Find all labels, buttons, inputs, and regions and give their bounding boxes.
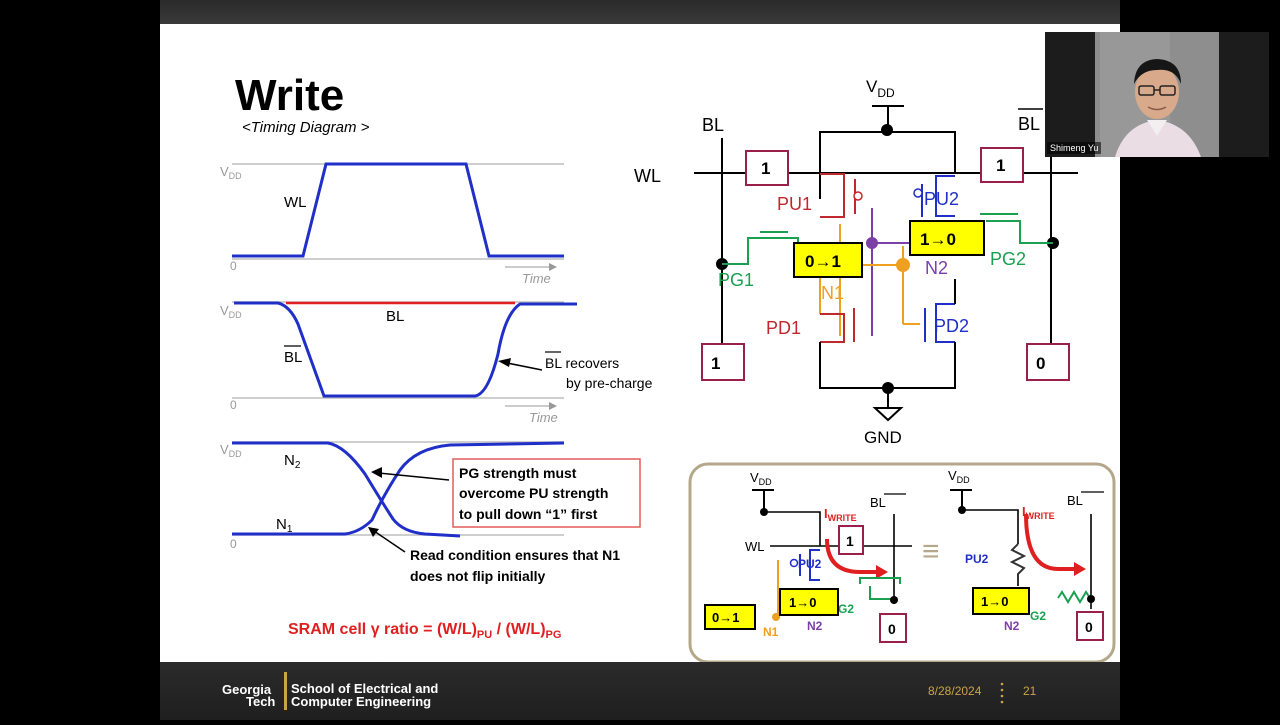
timing-plot-bl: VDD 0 BL BL BL recovers by pre-charge Ti… xyxy=(220,301,653,425)
precharge-label: by pre-charge xyxy=(566,375,653,391)
inset-bl-label: BL xyxy=(870,495,886,510)
school-name-line-2: Computer Engineering xyxy=(291,694,431,709)
inset-n2-transition-left: 1→0 xyxy=(789,595,816,610)
n2-transition-box xyxy=(909,220,985,256)
inset-bl-label: BL xyxy=(1067,493,1083,508)
slide-canvas: Write <Timing Diagram > VDD 0 WL Time VD… xyxy=(220,71,1116,662)
blb-value: 0 xyxy=(1036,354,1045,373)
slide-footer: Georgia Tech School of Electrical and Co… xyxy=(160,662,1120,720)
n1-label: N1 xyxy=(821,283,844,303)
inset-n1-label: N1 xyxy=(763,625,779,639)
equivalence-sign: ≡ xyxy=(922,535,940,568)
blb-label: BL xyxy=(1018,114,1040,134)
slide-page-number: 21 xyxy=(1023,684,1037,698)
speaker-name-label: Shimeng Yu xyxy=(1047,142,1102,154)
speaker-video-tile[interactable]: Shimeng Yu xyxy=(1045,32,1269,157)
inset-g2-label: G2 xyxy=(1030,609,1046,623)
gnd-label: GND xyxy=(864,428,902,447)
timing-plot-nodes: VDD 0 N2 N1 PG strength must overcome PU… xyxy=(220,441,641,584)
zero-label: 0 xyxy=(230,259,237,273)
n2-transition: 1→0 xyxy=(920,230,956,249)
time-label: Time xyxy=(522,271,551,286)
wl-label: WL xyxy=(284,194,307,211)
inset-zero-right: 0 xyxy=(1085,619,1093,635)
inset-n1-transition: 0→1 xyxy=(712,610,739,625)
inset-n2-label: N2 xyxy=(807,619,823,633)
inset-iwrite-label: IWRITE xyxy=(824,506,857,523)
slide-date: 8/28/2024 xyxy=(928,684,982,698)
wl-waveform xyxy=(232,162,564,258)
vdd-label: VDD xyxy=(220,442,242,459)
inset-g2-label: G2 xyxy=(838,602,854,616)
callout-line-3: to pull down “1” first xyxy=(459,506,598,522)
pg2-label: PG2 xyxy=(990,249,1026,269)
pg1-label: PG1 xyxy=(718,270,754,290)
bl-value: 1 xyxy=(711,354,720,373)
pg-strength-callout xyxy=(452,458,641,528)
time-label: Time xyxy=(529,410,558,425)
n2-waveform xyxy=(232,441,461,538)
slide-title: Write xyxy=(235,71,344,120)
wl-value-box-right xyxy=(980,147,1024,183)
bl-label: BL xyxy=(702,115,724,135)
blb-label: BL xyxy=(284,349,302,366)
georgia-tech-logo-line-2: Tech xyxy=(246,694,275,709)
n1-label: N1 xyxy=(276,516,293,535)
pd1-label: PD1 xyxy=(766,318,801,338)
pd2-label: PD2 xyxy=(934,316,969,336)
vdd-label: VDD xyxy=(866,77,895,100)
inset-iwrite-label: IWRITE xyxy=(1022,504,1055,521)
n1-transition-box xyxy=(793,242,863,278)
n2-label: N2 xyxy=(284,452,301,471)
inset-n2-transition-right: 1→0 xyxy=(981,594,1008,609)
timing-plot-wl: VDD 0 WL Time xyxy=(220,162,564,286)
bl-value-box xyxy=(701,343,745,381)
pu1-label: PU1 xyxy=(777,194,812,214)
zero-label: 0 xyxy=(230,398,237,412)
wl-value-box-left xyxy=(745,150,789,186)
slide-subtitle: <Timing Diagram > xyxy=(242,119,370,136)
inset-vdd-label: VDD xyxy=(750,470,772,487)
callout-line-2: overcome PU strength xyxy=(459,485,608,501)
n1-waveform xyxy=(232,441,565,536)
inset-zero-left: 0 xyxy=(888,621,896,637)
speaker-avatar xyxy=(1045,32,1269,157)
read-condition-line-1: Read condition ensures that N1 xyxy=(410,547,620,563)
inset-pu2-label: PU2 xyxy=(965,552,989,566)
bl-label: BL xyxy=(386,308,404,325)
slide: Write <Timing Diagram > VDD 0 WL Time VD… xyxy=(160,24,1120,662)
read-condition-line-2: does not flip initially xyxy=(410,568,546,584)
vdd-label: VDD xyxy=(220,303,242,320)
vdd-label: VDD xyxy=(220,164,242,181)
inset-one-left: 1 xyxy=(846,533,854,549)
top-bar xyxy=(160,0,1120,24)
wl-value-right: 1 xyxy=(996,156,1005,175)
blb-value-box xyxy=(1026,343,1070,381)
blb-waveform xyxy=(234,301,577,398)
callout-line-1: PG strength must xyxy=(459,465,577,481)
write-current-inset: VDD IWRITE BL WL 1 PU2 G2 N1 N2 0→1 1→0 … xyxy=(688,462,1116,662)
inset-vdd-label: VDD xyxy=(948,468,970,485)
footer-canvas: Georgia Tech School of Electrical and Co… xyxy=(222,672,1037,710)
gamma-ratio-formula: SRAM cell γ ratio = (W/L)PU / (W/L)PG xyxy=(288,621,561,641)
georgia-tech-logo-line-1: Georgia xyxy=(222,682,272,697)
inset-n2-label: N2 xyxy=(1004,619,1020,633)
sram-cell-schematic: VDD BL BL WL 1 1 PU1 PU2 xyxy=(634,77,1078,447)
logo-divider xyxy=(284,672,287,710)
school-name-line-1: School of Electrical and xyxy=(291,681,438,696)
pu2-label: PU2 xyxy=(924,189,959,209)
inset-pu2-label: PU2 xyxy=(798,557,822,571)
inset-wl-label: WL xyxy=(745,539,765,554)
n1-transition: 0→1 xyxy=(805,252,841,271)
wl-label: WL xyxy=(634,166,661,186)
wl-value-left: 1 xyxy=(761,159,770,178)
zero-label: 0 xyxy=(230,537,237,551)
bl-recovers-label: BL recovers xyxy=(545,355,619,371)
n2-label: N2 xyxy=(925,258,948,278)
